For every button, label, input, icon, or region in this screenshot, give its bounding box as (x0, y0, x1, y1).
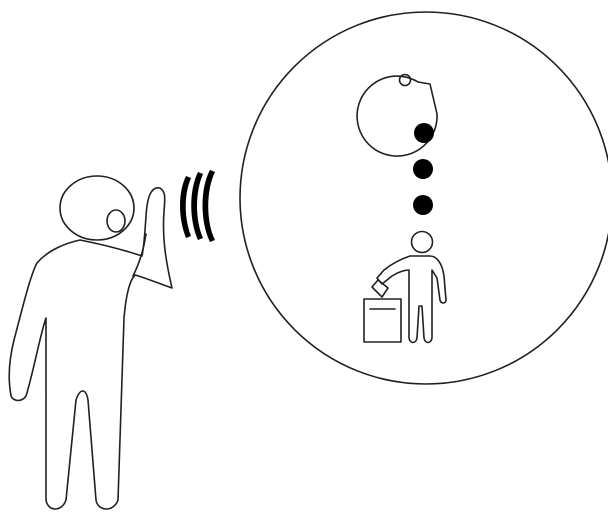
speaking-person (9, 176, 172, 509)
person-mouth (107, 210, 125, 232)
person-voting-ballot-box-icon (364, 232, 446, 343)
person-body (9, 188, 172, 509)
person-head (60, 176, 134, 240)
sound-waves-icon (180, 170, 215, 242)
pac-man-shape-icon (357, 75, 437, 157)
three-dots-icon (413, 123, 434, 215)
